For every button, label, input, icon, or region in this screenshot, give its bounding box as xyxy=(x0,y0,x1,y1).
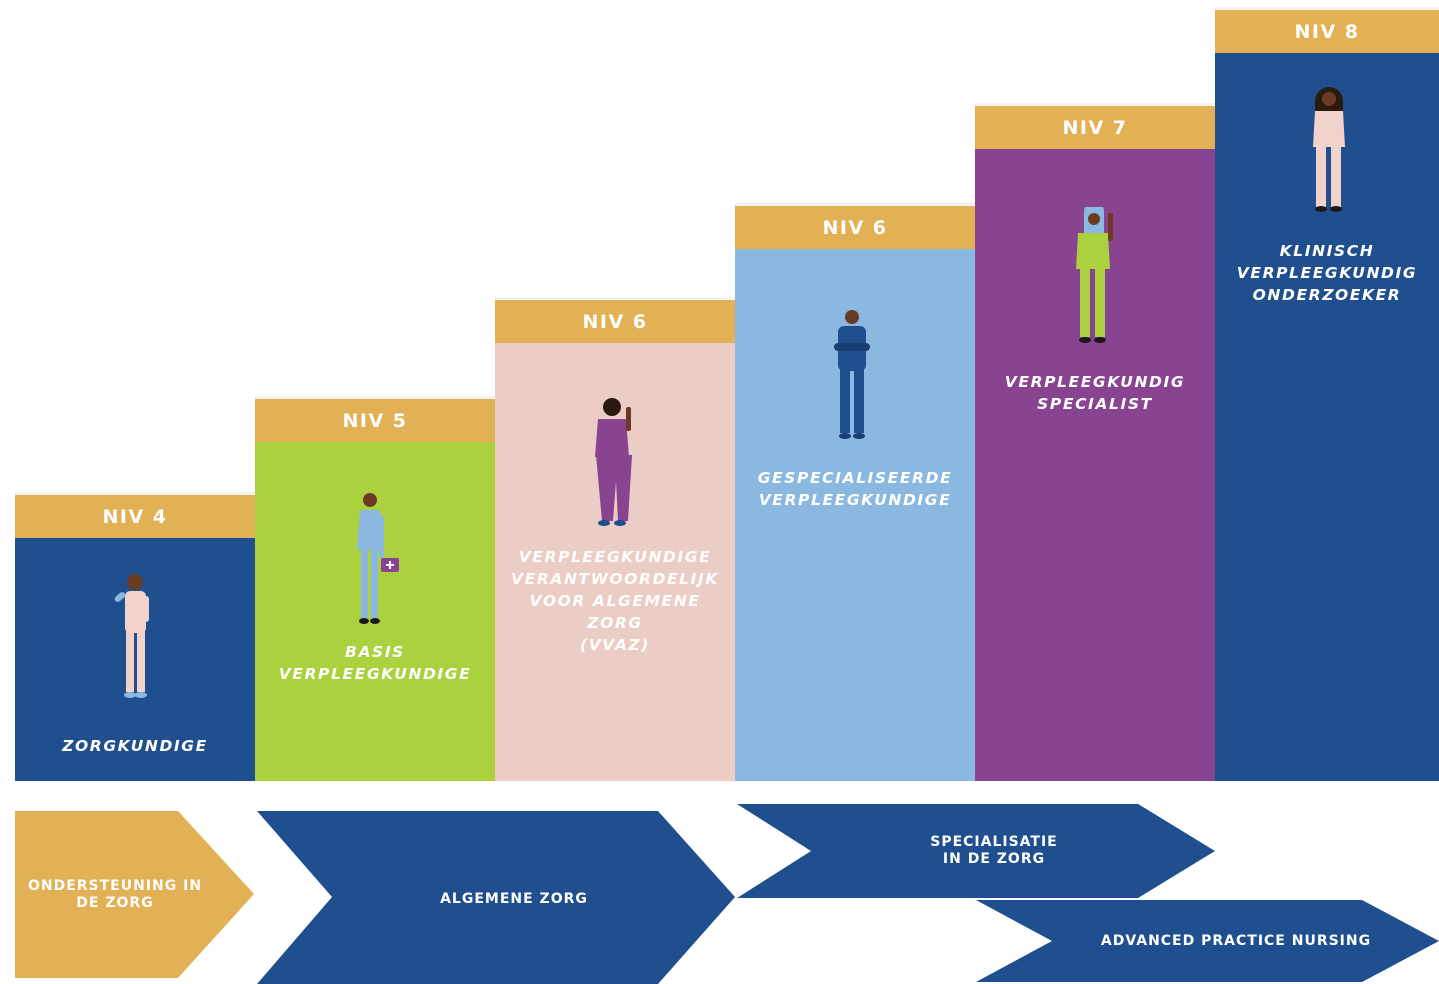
level-panel: VERPLEEGKUNDIG SPECIALIST xyxy=(975,149,1215,781)
niv-badge: NIV 4 xyxy=(15,492,255,538)
nurse-with-pen-icon xyxy=(595,398,632,526)
level-column-niv4: NIV 4 ZORGKUNDIGE xyxy=(15,492,255,781)
nurse-with-stethoscope-icon xyxy=(1313,87,1345,212)
nurse-with-hijab-icon xyxy=(1076,207,1113,343)
level-column-niv6-gespecialiseerd: NIV 6 GESPECIALISEERDE VERPLEEGKUNDIGE xyxy=(735,203,975,781)
level-column-niv8: NIV 8 KLINISCH VERPLEEGKUNDIG ONDERZOEKE… xyxy=(1215,7,1439,781)
level-column-niv5: NIV 5 BASIS VERPLEEGKUNDIGE xyxy=(255,396,495,781)
role-title: VERPLEEGKUNDIG SPECIALIST xyxy=(1004,373,1186,413)
role-title: KLINISCH VERPLEEGKUNDIG ONDERZOEKER xyxy=(1236,242,1418,304)
level-column-niv7: NIV 7 VERPLEEGKUNDIG SPECIALIST xyxy=(975,103,1215,781)
role-title: ZORGKUNDIGE xyxy=(62,737,208,755)
level-column-niv6-vvaz: NIV 6 VERPLEEGKUNDIGE VERANTWOORDELIJK V… xyxy=(495,297,735,781)
track-label-advanced-practice: ADVANCED PRACTICE NURSING xyxy=(1100,933,1372,949)
level-panel: VERPLEEGKUNDIGE VERANTWOORDELIJK VOOR AL… xyxy=(495,343,735,781)
male-nurse-arms-crossed-icon xyxy=(834,310,870,439)
role-title: GESPECIALISEERDE VERPLEEGKUNDIGE xyxy=(757,469,953,509)
level-panel: BASIS VERPLEEGKUNDIGE xyxy=(255,442,495,781)
level-panel: ZORGKUNDIGE xyxy=(15,538,255,781)
niv-badge: NIV 6 xyxy=(735,203,975,249)
nurse-with-syringe-icon xyxy=(114,574,149,698)
role-title: BASIS VERPLEEGKUNDIGE xyxy=(278,643,472,683)
track-label-algemene-zorg: ALGEMENE ZORG xyxy=(440,891,588,907)
track-label-specialisatie: SPECIALISATIE IN DE ZORG xyxy=(930,834,1058,867)
niv-badge: NIV 8 xyxy=(1215,7,1439,53)
level-panel: KLINISCH VERPLEEGKUNDIG ONDERZOEKER xyxy=(1215,53,1439,781)
nurse-with-medical-bag-icon xyxy=(357,493,399,624)
level-panel: GESPECIALISEERDE VERPLEEGKUNDIGE xyxy=(735,249,975,781)
niv-badge: NIV 6 xyxy=(495,297,735,343)
role-title: VERPLEEGKUNDIGE VERANTWOORDELIJK VOOR AL… xyxy=(511,548,719,654)
track-label-ondersteuning: ONDERSTEUNING IN DE ZORG xyxy=(27,878,203,911)
niv-badge: NIV 5 xyxy=(255,396,495,442)
niv-badge: NIV 7 xyxy=(975,103,1215,149)
